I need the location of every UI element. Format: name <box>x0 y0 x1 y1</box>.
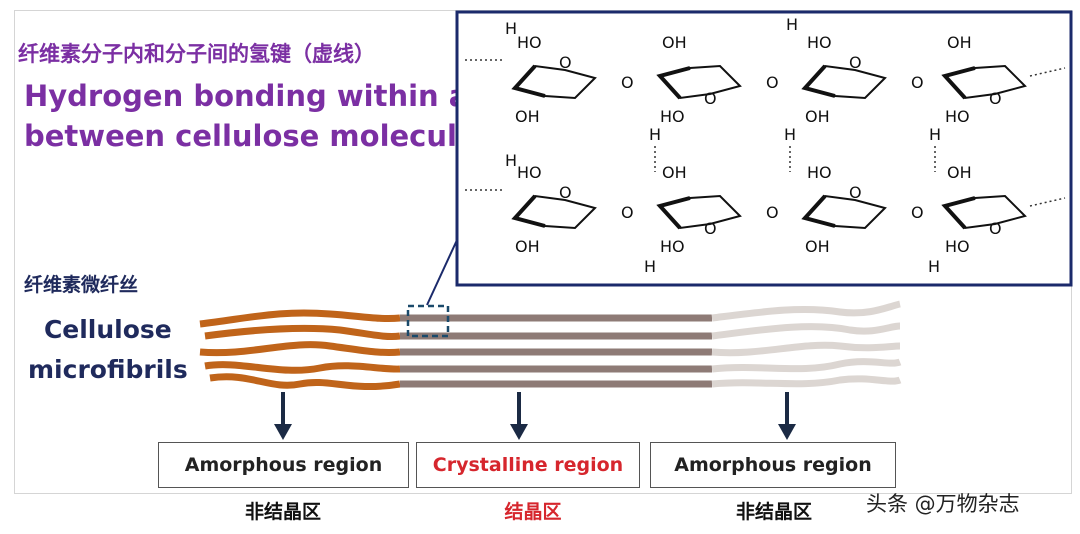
region-cn-amorphous-left: 非结晶区 <box>244 501 321 523</box>
arrow-center <box>510 392 528 440</box>
glucose-ring-2-0-bold-edge <box>511 194 546 228</box>
ring-oxygen-2-3: O <box>989 219 1002 238</box>
fiber-amorphous-right-3 <box>711 341 901 357</box>
interchain-h-1: H <box>784 125 796 144</box>
hydroxyl-bottom-1-1: HO <box>660 107 685 126</box>
hydroxyl-top-1-1: OH <box>662 33 687 52</box>
hbond-right-1 <box>1029 67 1066 77</box>
region-box-amorphous-left: Amorphous region <box>158 442 409 488</box>
hydroxyl-top-1-3: OH <box>947 33 972 52</box>
ring-oxygen-2-2: O <box>849 183 862 202</box>
hydroxyl-bottom-2-3: HO <box>945 237 970 256</box>
fiber-amorphous-left-3 <box>199 341 401 357</box>
fiber-amorphous-right-1 <box>711 300 901 322</box>
title-chinese: 纤维素分子内和分子间的氢键（虚线） <box>18 42 375 66</box>
watermark: 头条 @万物杂志 <box>866 492 1020 516</box>
glucose-ring-1-3-bold-edge <box>941 66 976 100</box>
region-box-amorphous-right: Amorphous region <box>650 442 896 488</box>
region-cn-amorphous-right: 非结晶区 <box>735 501 812 523</box>
hydroxyl-bottom-2-1: HO <box>660 237 685 256</box>
terminal-h-top: H <box>505 19 517 38</box>
microfibril-label-line1: Cellulose <box>43 315 172 344</box>
hydroxyl-top-2-2: HO <box>807 163 832 182</box>
hbond-right-2 <box>1029 197 1066 207</box>
microfibrils <box>199 300 902 390</box>
terminal-h-top-2: H <box>786 15 798 34</box>
glycosidic-oxygen-1-2: O <box>911 73 924 92</box>
microfibril-label-chinese: 纤维素微纤丝 <box>24 274 139 296</box>
terminal-h-bottom-2: H <box>928 257 940 276</box>
glucose-ring-1-1-bold-edge <box>656 66 691 100</box>
fiber-amorphous-left-5 <box>209 373 401 390</box>
glucose-ring-2-3-bold-edge <box>941 196 976 230</box>
hydroxyl-bottom-1-0: OH <box>515 107 540 126</box>
glucose-ring-2-2-bold-edge <box>801 194 836 228</box>
interchain-h-0: H <box>649 125 661 144</box>
fiber-amorphous-right-2 <box>711 322 901 340</box>
hydroxyl-bottom-1-2: OH <box>805 107 830 126</box>
terminal-h-mid: H <box>505 151 517 170</box>
region-cn-crystalline: 结晶区 <box>504 501 562 523</box>
hydroxyl-bottom-1-3: HO <box>945 107 970 126</box>
microfibril-label-english: Cellulose microfibrils <box>28 310 188 390</box>
glycosidic-oxygen-2-0: O <box>621 203 634 222</box>
fiber-amorphous-left-2 <box>204 324 401 340</box>
interchain-h-2: H <box>929 125 941 144</box>
fiber-amorphous-right-4 <box>711 358 902 373</box>
hydrogen-bond-inset <box>455 10 1073 287</box>
glucose-ring-1-2-bold-edge <box>801 64 836 98</box>
title-english-line2: between cellulose molecules <box>24 119 494 153</box>
fiber-amorphous-left-1 <box>199 309 401 328</box>
title-english-line1: Hydrogen bonding within and <box>24 79 510 113</box>
glycosidic-oxygen-2-2: O <box>911 203 924 222</box>
glycosidic-oxygen-1-1: O <box>766 73 779 92</box>
ring-oxygen-1-3: O <box>989 89 1002 108</box>
arrow-right <box>778 392 796 440</box>
ring-oxygen-2-1: O <box>704 219 717 238</box>
ring-oxygen-1-0: O <box>559 53 572 72</box>
hydroxyl-top-1-0: HO <box>517 33 542 52</box>
zoom-selection-box <box>406 304 450 338</box>
region-box-crystalline: Crystalline region <box>416 442 640 488</box>
glucose-ring-2-1-bold-edge <box>656 196 691 230</box>
terminal-h-bottom-1: H <box>644 257 656 276</box>
hydroxyl-bottom-2-2: OH <box>805 237 830 256</box>
title-english: Hydrogen bonding within and between cell… <box>24 76 510 156</box>
hydroxyl-top-1-2: HO <box>807 33 832 52</box>
hydroxyl-top-2-1: OH <box>662 163 687 182</box>
fiber-amorphous-left-4 <box>204 361 401 374</box>
ring-oxygen-2-0: O <box>559 183 572 202</box>
cellulose-chains: OOHOOHOOOHHOOOHOOHOOHHOOOHOOHOOOHHOOOHOO… <box>465 15 1066 276</box>
glucose-ring-1-0-bold-edge <box>511 64 546 98</box>
hydroxyl-bottom-2-0: OH <box>515 237 540 256</box>
ring-oxygen-1-2: O <box>849 53 862 72</box>
zoom-connector-line <box>426 239 458 306</box>
microfibril-label-line2: microfibrils <box>28 355 188 384</box>
glycosidic-oxygen-1-0: O <box>621 73 634 92</box>
ring-oxygen-1-1: O <box>704 89 717 108</box>
arrow-left <box>274 392 292 440</box>
hydroxyl-top-2-3: OH <box>947 163 972 182</box>
glycosidic-oxygen-2-1: O <box>766 203 779 222</box>
fiber-amorphous-right-5 <box>711 375 902 388</box>
hydroxyl-top-2-0: HO <box>517 163 542 182</box>
